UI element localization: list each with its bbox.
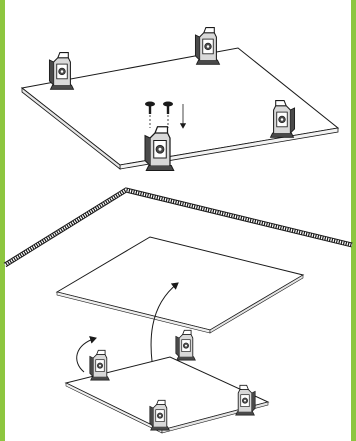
spring-clip-icon [176, 330, 196, 360]
spring-clip-icon [49, 53, 73, 90]
middle-panel [57, 237, 303, 330]
middle-panel-assembly [57, 237, 303, 333]
spring-clip-icon [90, 350, 110, 380]
spring-clip-icon [195, 28, 219, 65]
